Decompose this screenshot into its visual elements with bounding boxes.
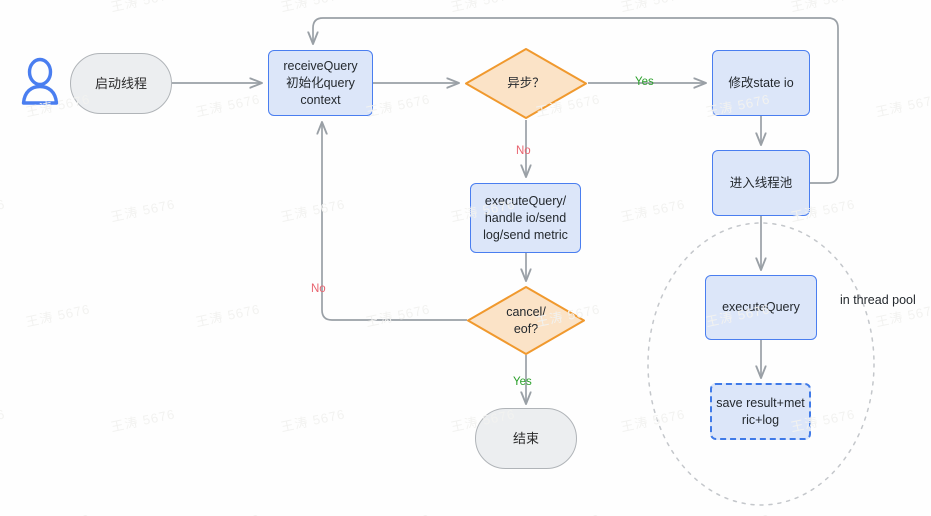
node-decision-async[interactable]: 异步？: [464, 47, 588, 120]
node-save-result-line2: ric+log: [741, 412, 780, 427]
diamond-shape-async: [465, 48, 587, 119]
thread-pool-group-boundary: [647, 222, 875, 506]
diamond-shape-cancel-eof: [467, 286, 585, 355]
node-exec-query-pool[interactable]: executeQuery: [705, 275, 817, 340]
edge-thread-pool-loop-to-receive: [313, 17, 839, 184]
node-exec-query-pool-label: executeQuery: [722, 300, 800, 314]
node-decision-cancel-eof-line1: cancel/: [506, 304, 546, 319]
node-start-label: 启动线程: [94, 76, 147, 91]
node-end[interactable]: 结束: [475, 408, 577, 469]
node-end-label: 结束: [512, 431, 539, 446]
node-save-result[interactable]: save result+met ric+log: [710, 383, 811, 440]
node-decision-async-label: 异步？: [507, 76, 545, 90]
node-enter-thread-pool[interactable]: 进入线程池: [712, 150, 810, 216]
edge-label-cancel-yes: Yes: [513, 376, 532, 388]
user-icon: [21, 57, 59, 105]
node-modify-state-io-label: 修改state io: [728, 75, 794, 90]
node-save-result-line1: save result+met: [716, 395, 805, 410]
node-decision-cancel-eof-line2: eof?: [513, 321, 539, 336]
group-label-thread-pool: in thread pool: [840, 293, 916, 307]
node-exec-query-sync[interactable]: executeQuery/ handle io/send log/send me…: [470, 183, 581, 253]
node-decision-cancel-eof[interactable]: cancel/ eof?: [466, 285, 586, 356]
edge-label-cancel-no: No: [311, 283, 326, 295]
edge-label-async-no: No: [516, 145, 531, 157]
node-exec-query-sync-line1: executeQuery/: [484, 193, 567, 208]
edge-label-async-yes: Yes: [635, 76, 654, 88]
node-exec-query-sync-line2: handle io/send: [484, 210, 567, 225]
edge-cancel-no-to-receive: [322, 122, 467, 321]
node-receive-query-line1: receiveQuery: [283, 58, 358, 73]
node-receive-query-line3: context: [300, 92, 341, 107]
node-receive-query[interactable]: receiveQuery 初始化query context: [268, 50, 373, 116]
node-start[interactable]: 启动线程: [70, 53, 172, 114]
node-enter-thread-pool-label: 进入线程池: [729, 175, 793, 190]
node-exec-query-sync-line3: log/send metric: [483, 227, 568, 242]
actor-user-icon: [18, 55, 62, 107]
node-receive-query-line2: 初始化query: [286, 75, 355, 90]
node-modify-state-io[interactable]: 修改state io: [712, 50, 810, 116]
